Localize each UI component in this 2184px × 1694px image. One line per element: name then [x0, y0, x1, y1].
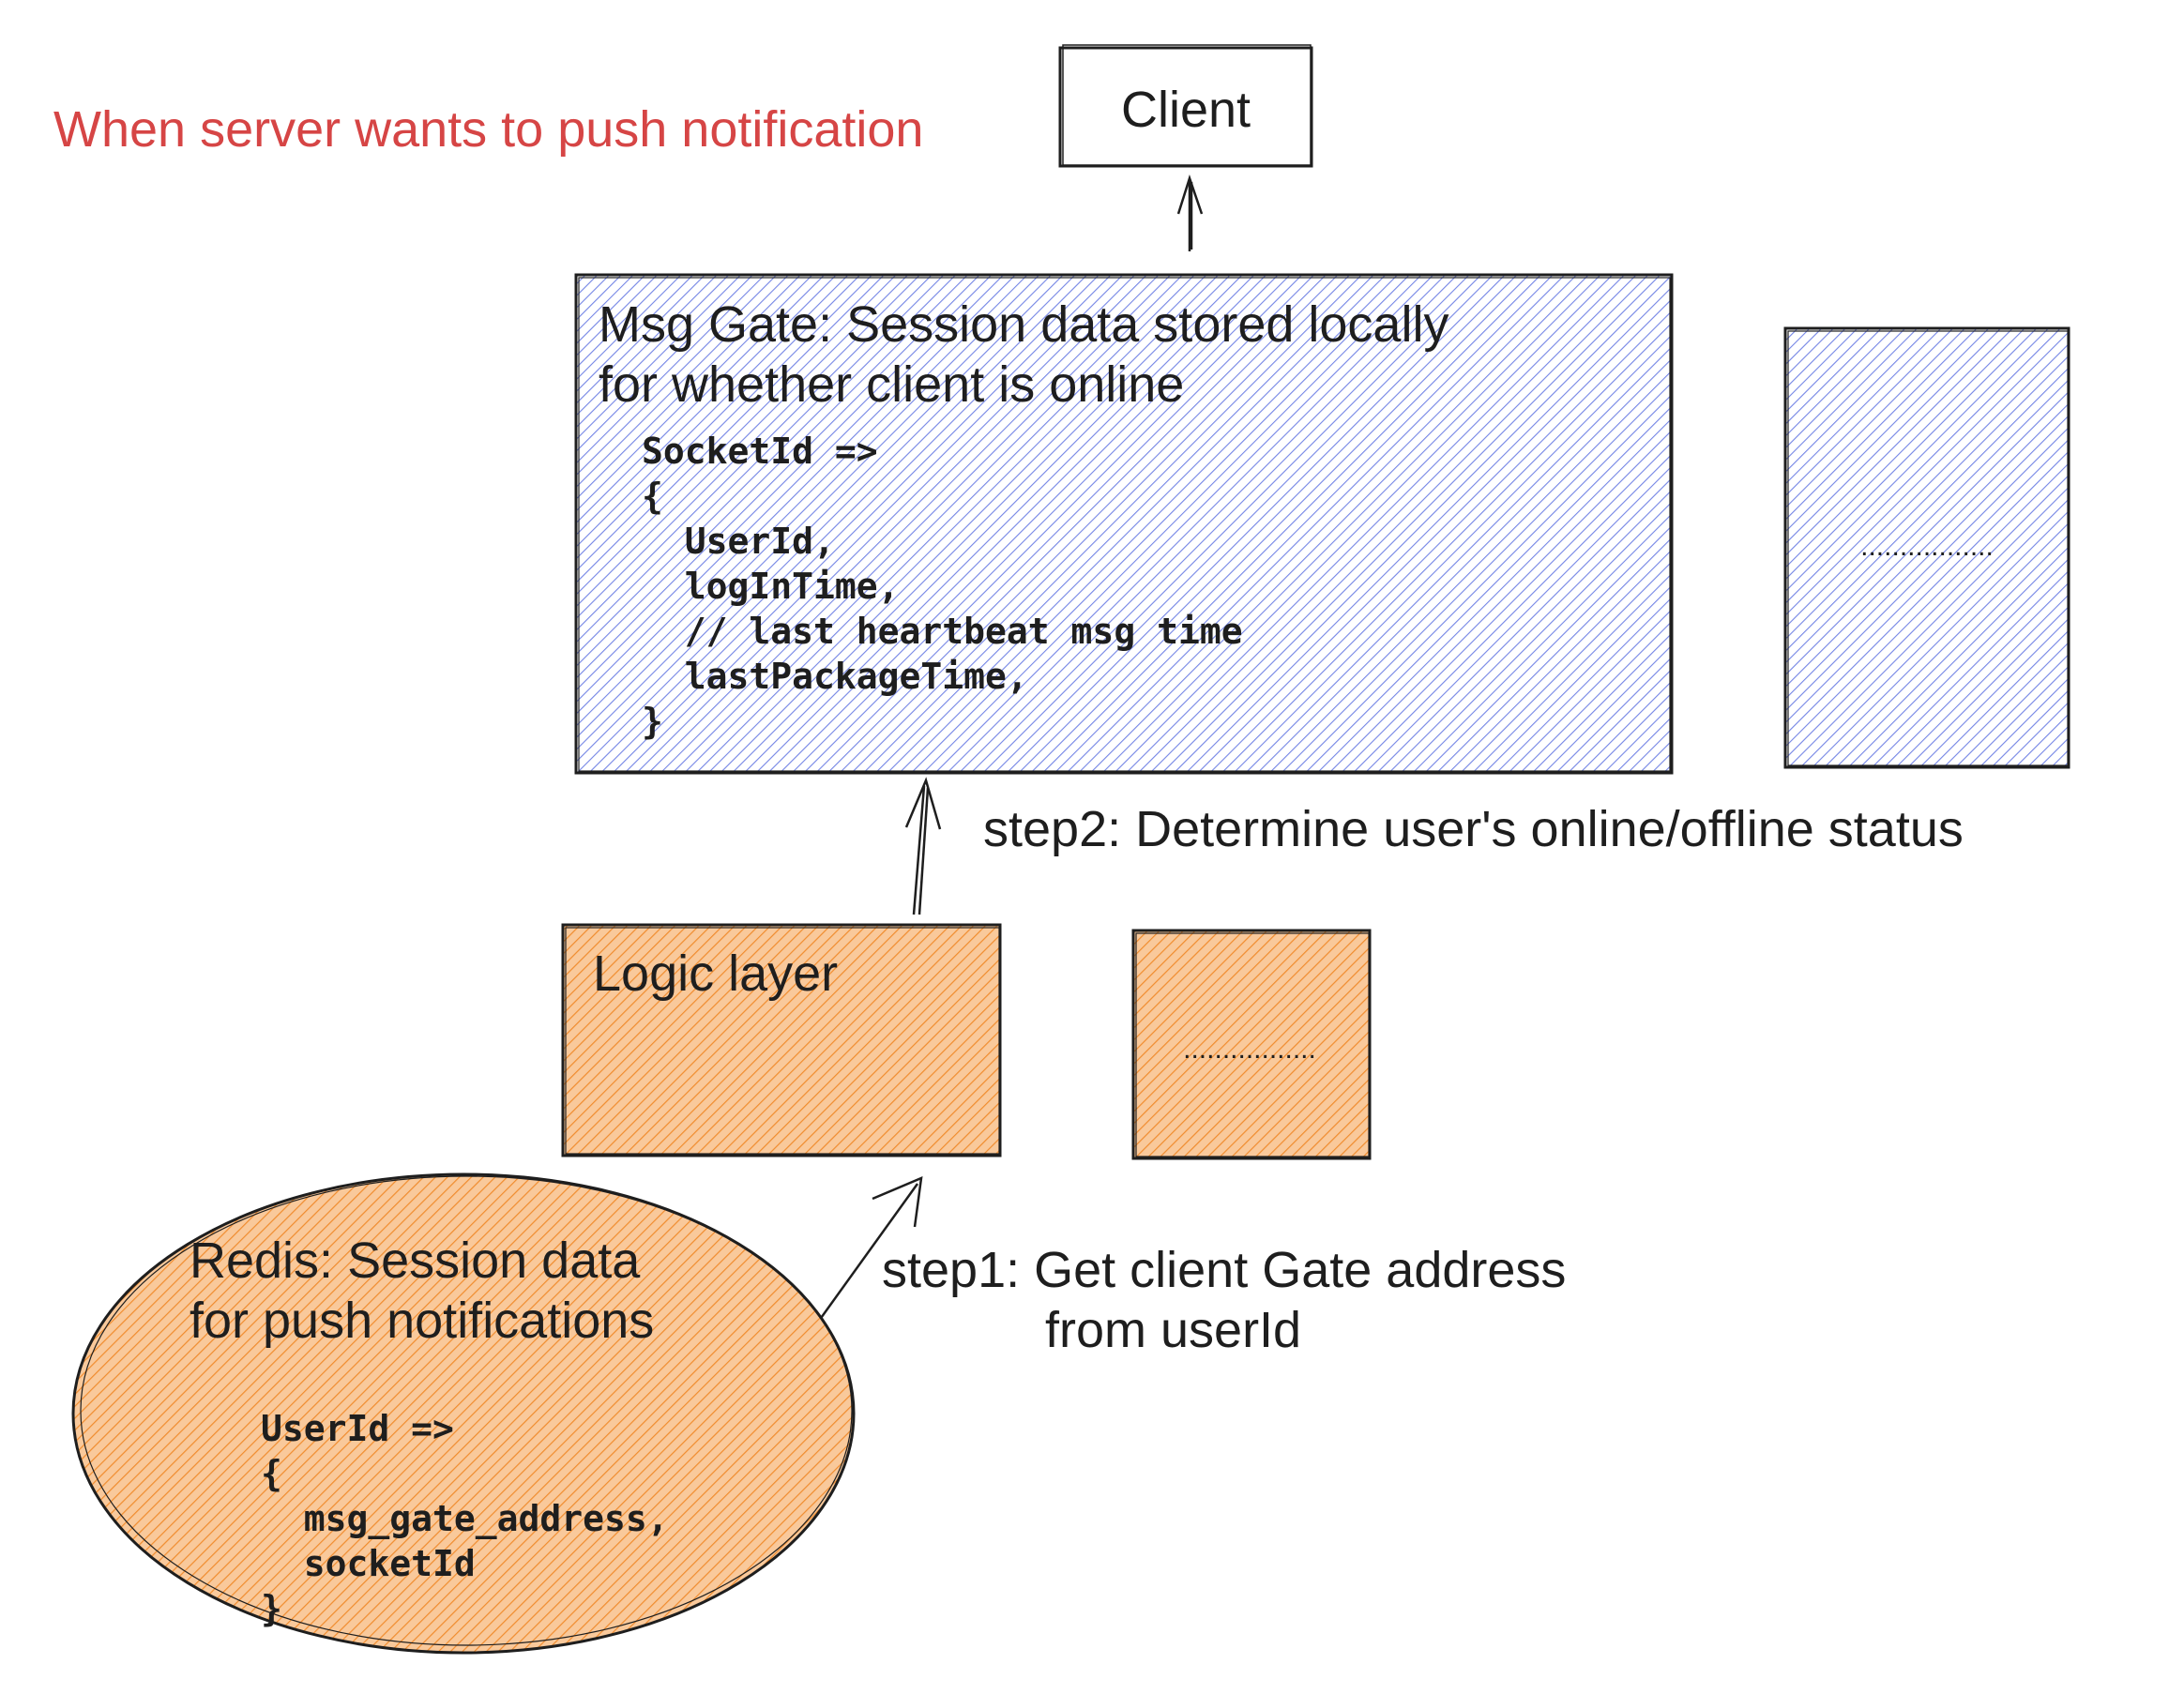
- arrow-gate-to-client: [1176, 174, 1204, 251]
- arrow-logic-to-gate: [904, 777, 942, 915]
- msg-gate-code-line-4: logInTime,: [642, 566, 900, 607]
- logic-layer-label: Logic layer: [593, 945, 838, 1002]
- redis-code-line-4: socketId: [261, 1543, 476, 1584]
- step2-label: step2: Determine user's online/offline s…: [983, 801, 1964, 857]
- redis-title-line-2: for push notifications: [190, 1293, 654, 1349]
- redis-code-line-5: }: [261, 1588, 282, 1629]
- diagram-title: When server wants to push notification: [53, 101, 923, 158]
- msg-gate-replica-ellipsis: .................: [1860, 531, 1994, 562]
- logic-replica-ellipsis: .................: [1183, 1034, 1316, 1065]
- step1-label-line-1: step1: Get client Gate address: [882, 1242, 1566, 1298]
- client-label: Client: [1121, 82, 1251, 138]
- svg-text:SocketId => { Us: SocketId => { UserId, logInTime, // last…: [0, 0, 1393, 742]
- step1-label-line-2: from userId: [1045, 1302, 1301, 1358]
- msg-gate-replica-box: .................: [1783, 326, 2070, 769]
- svg-text:UserId => { msg_: UserId => { msg_gate_address, socketId }: [0, 0, 819, 1629]
- redis-ellipse: Redis: Session data for push notificatio…: [0, 0, 856, 1655]
- msg-gate-code-line-3: UserId,: [642, 521, 835, 562]
- redis-title-line-1: Redis: Session data: [190, 1233, 641, 1289]
- msg-gate-code-line-7: }: [642, 701, 663, 742]
- msg-gate-code-line-2: {: [642, 476, 663, 517]
- logic-layer-box: Logic layer: [561, 923, 1002, 1157]
- msg-gate-title-line-1: Msg Gate: Session data stored locally: [599, 296, 1448, 353]
- logic-replica-box: .................: [1131, 929, 1372, 1160]
- redis-code-line-1: UserId =>: [261, 1408, 454, 1449]
- svg-text:step1: Get client Gate address: step1: Get client Gate address from user…: [882, 1242, 1580, 1358]
- svg-text:Msg Gate: Session data stored: Msg Gate: Session data stored locally fo…: [599, 296, 1463, 413]
- msg-gate-code-line-5: // last heartbeat msg time: [642, 611, 1243, 652]
- redis-code-line-2: {: [261, 1453, 282, 1494]
- client-box: Client: [1058, 44, 1313, 168]
- redis-code-line-3: msg_gate_address,: [261, 1498, 669, 1539]
- svg-text:Redis: Session data for: Redis: Session data for push notificatio…: [190, 1233, 654, 1349]
- msg-gate-code-line-1: SocketId =>: [642, 431, 878, 472]
- msg-gate-box: Msg Gate: Session data stored locally fo…: [0, 0, 1674, 775]
- msg-gate-code-line-6: lastPackageTime,: [642, 656, 1028, 697]
- msg-gate-title-line-2: for whether client is online: [599, 356, 1184, 413]
